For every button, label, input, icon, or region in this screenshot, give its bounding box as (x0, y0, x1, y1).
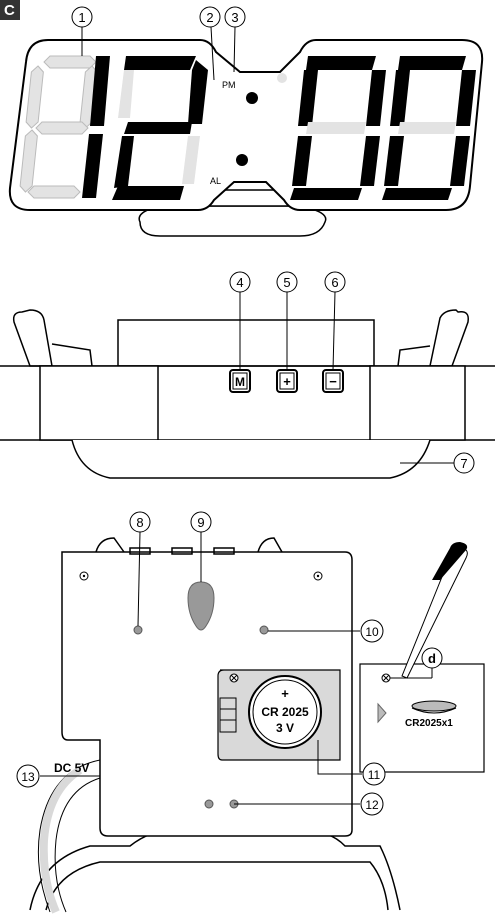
digit-4-on (382, 56, 476, 200)
digit-2-dim-segments (118, 70, 200, 184)
svg-text:12: 12 (365, 798, 379, 812)
plus-button-label: + (283, 374, 291, 389)
power-cable (37, 759, 101, 914)
callout-lines-bottom (40, 531, 362, 805)
svg-text:9: 9 (197, 515, 204, 530)
colon-upper-dot (246, 92, 258, 104)
battery-model: CR 2025 (261, 705, 309, 719)
callout-6: 6 (324, 271, 346, 293)
light-sensor-right (259, 625, 269, 635)
svg-text:5: 5 (283, 275, 290, 290)
callout-5: 5 (276, 271, 298, 293)
callout-13: 13 (16, 764, 40, 788)
digit-3-on (290, 56, 386, 200)
mode-button[interactable]: M (229, 369, 251, 393)
reset-buttons (204, 799, 239, 809)
indicator-light (277, 73, 287, 83)
digit-3-dim-middle (306, 122, 366, 134)
inset-cell-label: CR2025x1 (405, 718, 453, 729)
digit-4-dim-middle (398, 122, 456, 134)
inset-view: CR2025x1 (359, 542, 485, 773)
callout-d: d (421, 647, 443, 669)
minus-button-label: − (329, 374, 337, 389)
battery-polarity: + (281, 686, 289, 701)
minus-button[interactable]: − (322, 369, 344, 393)
callout-9: 9 (190, 511, 212, 533)
plus-button[interactable]: + (276, 369, 298, 393)
svg-text:7: 7 (460, 456, 467, 471)
clock-front-view: PM AL (8, 39, 484, 237)
svg-text:1: 1 (78, 10, 85, 25)
battery-voltage: 3 V (276, 721, 294, 735)
svg-text:d: d (428, 651, 436, 666)
svg-text:11: 11 (368, 768, 381, 782)
colon-lower-dot (236, 154, 248, 166)
callout-12: 12 (360, 792, 384, 816)
light-sensor-left (133, 625, 143, 635)
callout-8: 8 (129, 511, 151, 533)
callout-7: 7 (453, 452, 475, 474)
callout-lines-top (81, 26, 236, 81)
battery-compartment: + CR 2025 3 V (217, 669, 341, 761)
callout-3: 3 (224, 6, 246, 28)
mode-button-label: M (235, 375, 245, 389)
pm-indicator-label: PM (222, 80, 236, 90)
svg-text:3: 3 (231, 10, 238, 25)
al-indicator-label: AL (210, 176, 221, 186)
section-letter: C (4, 2, 15, 19)
callout-lines-middle (239, 291, 454, 464)
svg-text:4: 4 (236, 275, 243, 290)
power-port-label: DC 5V (54, 761, 89, 775)
clock-top-view (0, 309, 495, 479)
clock-back-view (29, 537, 401, 911)
callout-11: 11 (362, 762, 386, 786)
callout-1: 1 (71, 6, 93, 28)
coin-battery (248, 675, 322, 749)
svg-text:10: 10 (365, 625, 379, 639)
callout-4: 4 (229, 271, 251, 293)
wall-mount-keyhole (187, 581, 215, 631)
callout-2: 2 (199, 6, 221, 28)
svg-text:6: 6 (331, 275, 338, 290)
callout-10: 10 (360, 619, 384, 643)
svg-text:2: 2 (206, 10, 213, 25)
section-tag (0, 0, 20, 20)
screw-holes (79, 571, 323, 581)
svg-text:13: 13 (21, 770, 35, 784)
digit-2-on (112, 56, 208, 200)
digit-1-on (82, 56, 110, 198)
svg-text:8: 8 (136, 515, 143, 530)
